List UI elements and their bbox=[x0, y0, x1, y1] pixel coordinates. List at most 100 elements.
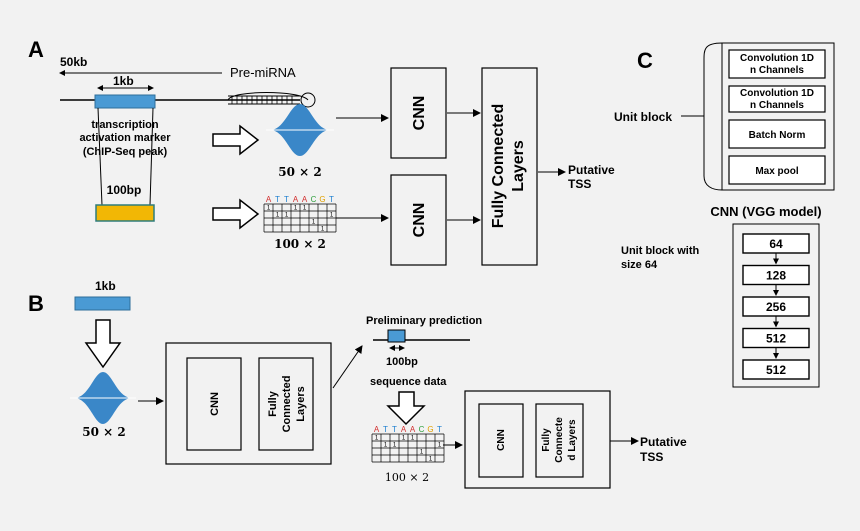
fc-b-box bbox=[258, 357, 314, 451]
seq-a-letter: A bbox=[293, 195, 299, 204]
seq-a-cell-mark: 1 bbox=[267, 206, 271, 212]
subwindow-b-label: 100bp bbox=[386, 356, 418, 368]
unit-block-bracket bbox=[703, 42, 723, 191]
panel-b-letter: B bbox=[28, 291, 44, 316]
seq-a-letter: A bbox=[266, 195, 272, 204]
seq-b-cell-mark: 1 bbox=[402, 436, 406, 442]
fc-label-line-2: Layers bbox=[510, 140, 527, 192]
hairpin-icon bbox=[225, 92, 316, 108]
window-label: 1kb bbox=[113, 74, 134, 88]
output-a-line-2: TSS bbox=[568, 177, 591, 191]
unit-layer-batchnorm bbox=[728, 119, 826, 149]
seq-b-letter: T bbox=[437, 425, 442, 434]
seq-a-cell-mark: 1 bbox=[321, 227, 325, 233]
prelim-label: Preliminary prediction bbox=[366, 315, 482, 327]
seq-b-cell-mark: 1 bbox=[438, 443, 442, 449]
hollow-arrow-seq bbox=[212, 198, 260, 230]
vgg-block-label: 256 bbox=[766, 300, 786, 314]
cnn-box-top bbox=[390, 67, 447, 159]
cnn-b2-label: CNN bbox=[496, 429, 507, 451]
vgg-block-label: 128 bbox=[766, 269, 786, 283]
seq-a-cell-mark: 1 bbox=[285, 213, 289, 219]
cnn-label-bottom: CNN bbox=[411, 203, 428, 238]
peak-plot-b bbox=[70, 372, 136, 424]
fc-b2-line-1: Fully bbox=[541, 428, 552, 452]
unit-layer-maxpool-label: Max pool bbox=[755, 166, 799, 177]
dim-peak-b: 50 × 2 bbox=[82, 425, 125, 439]
vgg-block bbox=[742, 359, 810, 380]
seq-b-cell-mark: 1 bbox=[411, 436, 415, 442]
vgg-title: CNN (VGG model) bbox=[710, 204, 821, 219]
dim-seq-a: 100 × 2 bbox=[274, 237, 326, 251]
peak-plot-a bbox=[266, 104, 334, 156]
fc-b-line-1: Fully bbox=[267, 390, 279, 417]
hollow-arrow-down-b2 bbox=[386, 391, 426, 426]
seq-b-cell-mark: 1 bbox=[420, 450, 424, 456]
fc-b-line-2: Connected bbox=[281, 376, 293, 433]
seq-b-cell-mark: 1 bbox=[384, 443, 388, 449]
window-box bbox=[94, 94, 156, 109]
window-b-label: 1kb bbox=[95, 279, 116, 293]
panel-b: B 1kb 50 × 2 CNN Fully Connected Layers … bbox=[28, 279, 687, 489]
output-b-line-2: TSS bbox=[640, 450, 663, 464]
unit-block-label: Unit block bbox=[614, 110, 672, 124]
cnn-b2-box bbox=[478, 403, 524, 478]
seq-a-cell-mark: 1 bbox=[294, 206, 298, 212]
dim-seq-b: 100 × 2 bbox=[385, 471, 429, 484]
fc-b2-line-2: Connecte bbox=[554, 417, 565, 463]
fc-b2-box bbox=[535, 403, 584, 478]
arrow-to-prelim bbox=[332, 345, 363, 389]
seq-a-letter: C bbox=[311, 195, 317, 204]
seq-b-letter: G bbox=[427, 425, 433, 434]
prelim-box bbox=[387, 329, 406, 343]
seq-a-letter: G bbox=[319, 195, 325, 204]
unit-layer-conv-1-line-2: n Channels bbox=[750, 65, 804, 76]
zoom-line-left bbox=[97, 107, 103, 206]
seq-b-letter: A bbox=[410, 425, 416, 434]
vgg-frame bbox=[732, 223, 820, 388]
seq-a-cell-mark: 1 bbox=[330, 213, 334, 219]
unit-layer-maxpool bbox=[728, 155, 826, 185]
window-b-box bbox=[74, 296, 131, 311]
marker-line-1: transcription bbox=[91, 119, 159, 131]
panel-a-letter: A bbox=[28, 37, 44, 62]
vgg-block-label: 512 bbox=[766, 363, 786, 377]
seq-b-letter: T bbox=[392, 425, 397, 434]
seq-a-letter: T bbox=[329, 195, 334, 204]
size-label-line-1: Unit block with bbox=[621, 245, 700, 257]
output-a-line-1: Putative bbox=[568, 163, 615, 177]
zoom-line-right bbox=[149, 107, 154, 206]
hollow-arrow-peak bbox=[212, 124, 260, 156]
marker-line-3: (ChIP-Seq peak) bbox=[83, 146, 168, 158]
vgg-block-label: 512 bbox=[766, 332, 786, 346]
unit-layer-conv-2 bbox=[728, 85, 826, 113]
cnn-box-bottom bbox=[390, 174, 447, 266]
size-label-line-2: size 64 bbox=[621, 259, 658, 271]
seq-a-letter: T bbox=[275, 195, 280, 204]
model-b2-outer bbox=[464, 390, 611, 489]
seq-a-cell-mark: 1 bbox=[276, 213, 280, 219]
unit-block-frame bbox=[721, 42, 835, 191]
fc-b2-line-3: d Layers bbox=[567, 419, 578, 461]
unit-layer-conv-2-line-1: Convolution 1D bbox=[740, 88, 814, 99]
seq-a-cell-mark: 1 bbox=[312, 220, 316, 226]
fc-box bbox=[481, 67, 538, 266]
unit-layer-batchnorm-label: Batch Norm bbox=[749, 130, 806, 141]
seq-b-letter: A bbox=[401, 425, 407, 434]
seq-b-cell-mark: 1 bbox=[429, 457, 433, 463]
seq-data-label: sequence data bbox=[370, 376, 447, 388]
hollow-arrow-down-b bbox=[84, 319, 122, 369]
seq-b-letter: A bbox=[374, 425, 380, 434]
seq-a-letter: A bbox=[302, 195, 308, 204]
seq-b-cell-mark: 1 bbox=[393, 443, 397, 449]
subwindow-box bbox=[95, 204, 155, 222]
seq-a-cell-mark: 1 bbox=[303, 206, 307, 212]
output-b-line-1: Putative bbox=[640, 435, 687, 449]
subwindow-label: 100bp bbox=[107, 183, 142, 197]
seq-b-cell-mark: 1 bbox=[375, 436, 379, 442]
dim-peak-a: 50 × 2 bbox=[278, 165, 321, 179]
